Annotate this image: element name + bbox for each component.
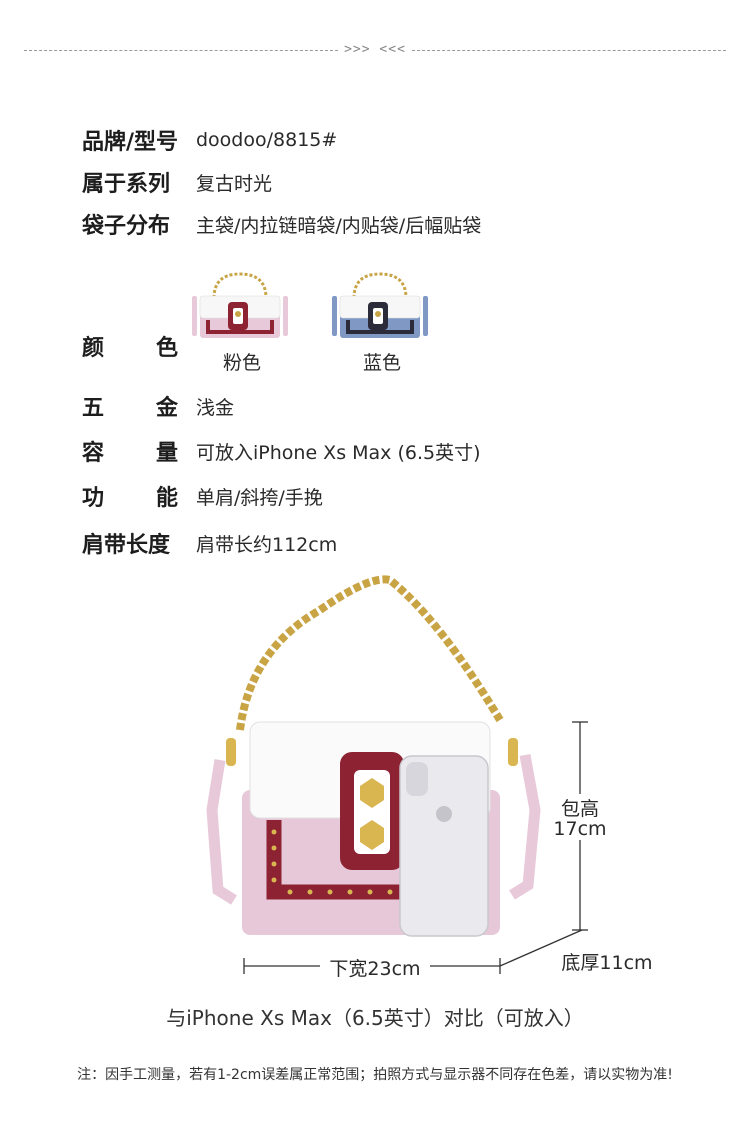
color-swatch-blue[interactable] [320,268,440,378]
spec-row-series: 属于系列 复古时光 [82,166,272,198]
spec-row-function: 功 能 单肩/斜挎/手挽 [82,480,323,512]
spec-label-function-b: 能 [155,486,178,511]
spec-label-hardware: 五 金 [82,390,178,422]
pink-bag-with-phone-image [206,575,541,937]
spec-label-hardware-a: 五 [82,396,105,421]
height-value: 17cm [545,818,615,840]
color-swatch-pink[interactable] [180,268,300,378]
spec-label-pockets: 袋子分布 [82,214,171,239]
spec-value-pockets: 主袋/内拉链暗袋/内贴袋/后幅贴袋 [196,214,482,237]
spec-row-brand: 品牌/型号 doodoo/8815# [82,124,337,156]
blue-bag-icon [332,272,428,338]
divider-line-right [411,49,727,51]
depth-label: 底厚11cm [561,952,653,974]
spec-value-brand: doodoo/8815# [196,129,338,151]
divider-arrows: >>> <<< [344,42,406,57]
color-name-blue: 蓝色 [362,352,401,374]
spec-row-color: 颜 色 [82,330,196,362]
spec-row-capacity: 容 量 可放入iPhone Xs Max (6.5英寸) [82,435,481,467]
spec-label-brand: 品牌/型号 [82,130,179,155]
width-label: 下宽23cm [320,954,430,981]
height-label: 包高 [545,794,615,821]
spec-label-function: 功 能 [82,480,178,512]
spec-value-strap: 肩带长约112cm [196,533,338,556]
spec-label-series: 属于系列 [82,172,171,197]
color-name-pink: 粉色 [222,352,261,374]
section-divider: >>> <<< [24,42,727,57]
pink-bag-icon [192,272,288,338]
comparison-caption: 与iPhone Xs Max（6.5英寸）对比（可放入） [166,1006,584,1030]
spec-label-capacity-a: 容 [82,441,105,466]
spec-value-capacity: 可放入iPhone Xs Max (6.5英寸) [196,441,481,464]
spec-label-color: 颜 色 [82,330,178,362]
spec-label-color-b: 色 [155,336,178,361]
spec-value-hardware: 浅金 [196,396,235,419]
spec-label-strap: 肩带长度 [82,533,171,558]
spec-label-function-a: 功 [82,486,105,511]
product-photo [190,570,550,950]
divider-line-left [24,49,339,51]
spec-value-function: 单肩/斜挎/手挽 [196,486,323,509]
spec-row-hardware: 五 金 浅金 [82,390,234,422]
spec-label-color-a: 颜 [82,336,105,361]
measurement-note: 注：因手工测量，若有1-2cm误差属正常范围；拍照方式与显示器不同存在色差，请以… [77,1067,673,1083]
spec-label-capacity: 容 量 [82,435,178,467]
spec-row-pockets: 袋子分布 主袋/内拉链暗袋/内贴袋/后幅贴袋 [82,208,481,240]
spec-value-series: 复古时光 [196,172,273,195]
spec-label-capacity-b: 量 [155,441,178,466]
spec-row-strap: 肩带长度 肩带长约112cm [82,527,337,559]
spec-label-hardware-b: 金 [155,396,178,421]
